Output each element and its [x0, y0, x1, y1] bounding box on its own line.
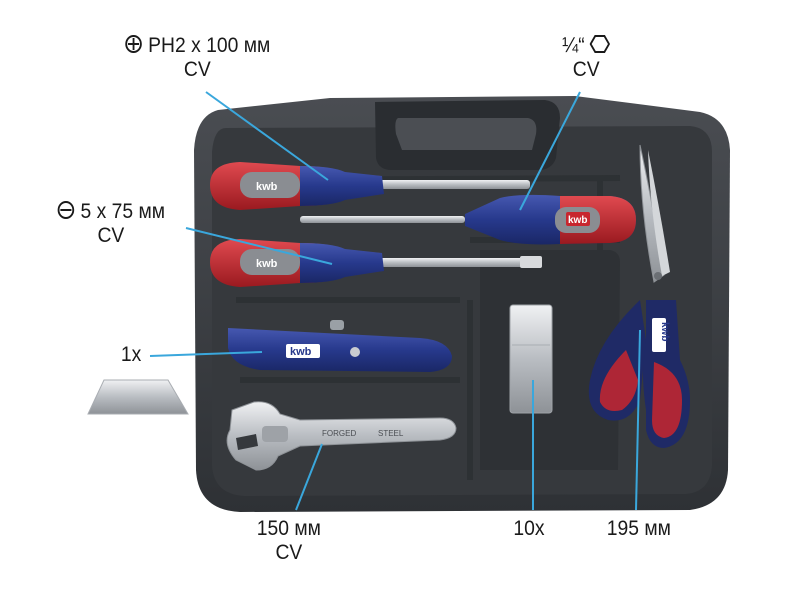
leader-hex: [519, 91, 581, 211]
label-hex-material: CV: [572, 58, 600, 81]
kwb-logo-slotted: kwb: [256, 258, 278, 270]
scissors: kwb: [588, 144, 690, 448]
adjustable-wrench: FORGED STEEL: [226, 401, 457, 471]
label-knife-count: 1x: [120, 343, 142, 366]
label-slotted: 5 x 75 мм CV: [57, 200, 165, 248]
label-wrench: 150 мм CV: [257, 517, 321, 565]
kwb-logo-hex: kwb: [568, 215, 587, 226]
wrench-forged-text: FORGED: [322, 429, 356, 438]
label-wrench-size: 150 мм: [256, 517, 321, 540]
label-phillips-size: PH2 x 100 мм: [148, 34, 271, 57]
kwb-logo-knife: kwb: [290, 346, 312, 358]
label-blades-count: 10x: [513, 517, 545, 540]
label-knife: 1x: [121, 343, 141, 367]
kwb-logo-scissors: kwb: [659, 322, 670, 341]
phillips-screwdriver: kwb: [210, 162, 530, 210]
label-phillips-material: CV: [183, 58, 211, 81]
hex-screwdriver: kwb: [300, 194, 636, 245]
label-phillips: PH2 x 100 мм CV: [124, 34, 270, 82]
label-wrench-material: CV: [275, 541, 303, 564]
label-blades: 10x: [513, 517, 544, 541]
leader-lines: [149, 91, 641, 511]
kwb-logo-phillips: kwb: [256, 181, 278, 193]
leader-wrench: [295, 443, 323, 511]
slotted-screwdriver: kwb: [210, 239, 542, 287]
label-slotted-material: CV: [97, 224, 125, 247]
leader-scissors: [635, 329, 641, 511]
leader-slotted: [185, 227, 333, 265]
wrench-steel-text: STEEL: [378, 429, 404, 438]
leader-phillips: [205, 91, 329, 181]
phillips-cross-icon: [125, 35, 142, 53]
spare-knife-blade: [87, 379, 189, 415]
label-hex: ¼“ CV: [562, 34, 611, 82]
label-hex-size: ¼“: [562, 34, 585, 57]
blade-pack: [509, 304, 553, 414]
label-scissors: 195 мм: [607, 517, 671, 541]
leader-knife: [149, 351, 263, 357]
label-slotted-size: 5 x 75 мм: [80, 200, 166, 223]
label-scissors-size: 195 мм: [606, 517, 671, 540]
hexagon-icon: [590, 35, 611, 53]
slotted-minus-icon: [57, 201, 75, 219]
utility-knife: kwb: [228, 320, 452, 372]
